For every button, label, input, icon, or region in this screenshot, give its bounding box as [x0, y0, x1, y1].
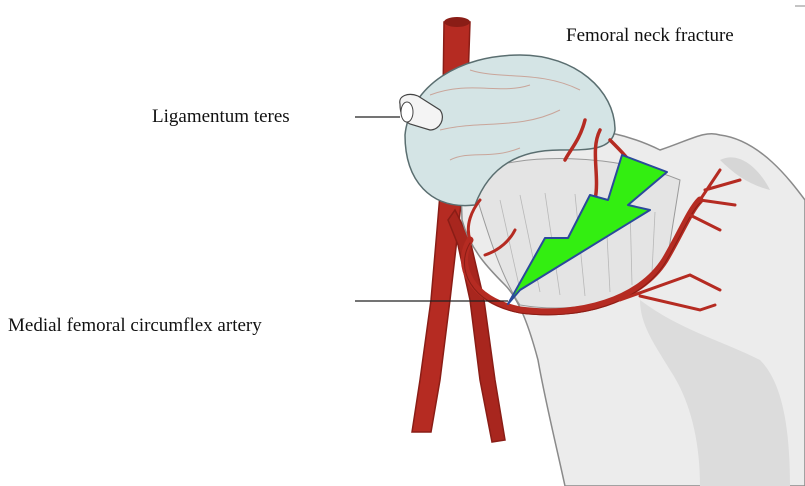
medial-femoral-circumflex-artery-label: Medial femoral circumflex artery — [8, 316, 262, 335]
ligamentum-teres-label: Ligamentum teres — [152, 107, 290, 126]
femoral-neck-fracture-label: Femoral neck fracture — [566, 26, 734, 45]
